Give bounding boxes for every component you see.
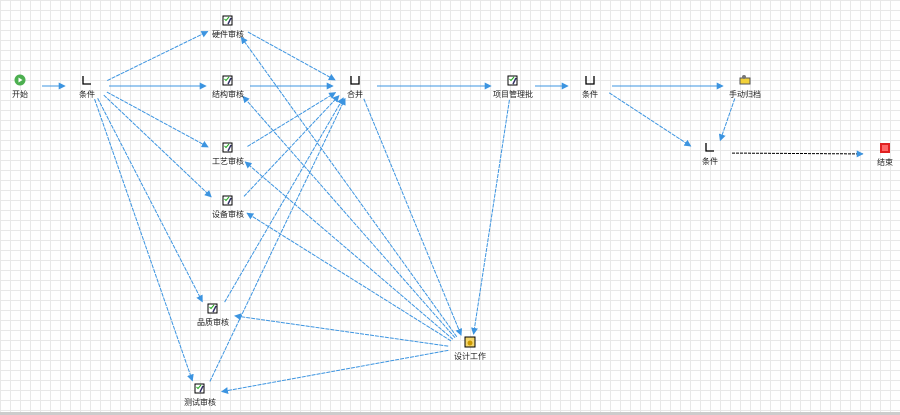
node-label: 结构审核 [212,90,244,99]
node-cond3[interactable]: 条件 [702,141,718,167]
node-st[interactable]: 结构审核 [212,74,244,100]
edge-pz-to-join[interactable] [224,97,344,303]
node-cs[interactable]: 测试审核 [184,382,216,408]
gateway-join-icon [350,76,360,85]
approval-task-icon [222,195,233,206]
horizontal-scrollbar[interactable] [0,412,900,415]
edge-cond1-to-pz[interactable] [97,98,203,303]
edge-cond1-to-gy[interactable] [106,91,209,148]
approval-task-icon [207,303,218,314]
node-label: 项目管理批 [493,90,533,99]
node-label: 品质审核 [197,318,229,327]
edge-sj-to-st[interactable] [242,95,456,339]
node-label: 手动归档 [729,90,761,99]
gateway-join-icon [585,76,595,85]
edge-cond1-to-hw[interactable] [107,31,209,81]
edge-hw-to-join[interactable] [247,31,336,81]
node-cond2[interactable]: 条件 [582,74,598,100]
manual-task-icon [739,75,751,85]
node-start[interactable]: 开始 [12,74,28,100]
node-label: 开始 [12,90,28,99]
approval-task-icon [222,15,233,26]
node-cond1[interactable]: 条件 [79,74,95,100]
edge-gy-to-join[interactable] [247,92,337,147]
edge-cs-to-join[interactable] [209,97,346,382]
edge-cond3-to-end[interactable] [731,150,864,158]
edge-sj-to-cs[interactable] [220,349,449,394]
edge-sj-to-gy[interactable] [244,161,454,340]
node-end[interactable]: 结束 [877,142,893,168]
node-label: 结束 [877,158,893,167]
node-sd[interactable]: 手动归档 [729,74,761,100]
approval-task-icon [222,75,233,86]
edge-sb-to-join[interactable] [243,95,340,197]
start-icon [14,74,26,86]
node-label: 设备审核 [212,210,244,219]
node-label: 条件 [702,157,718,166]
edge-sj-to-sb[interactable] [246,212,452,342]
node-hw[interactable]: 硬件审核 [212,14,244,40]
node-label: 测试审核 [184,398,216,407]
node-xm[interactable]: 项目管理批 [493,74,533,100]
end-icon [880,143,890,153]
node-join[interactable]: 合并 [347,74,363,100]
edge-sj-to-hw[interactable] [240,36,458,338]
gateway-split-icon [82,76,91,85]
edge-cond1-to-sb[interactable] [103,94,212,198]
node-sj[interactable]: 设计工作 [454,336,486,362]
approval-task-icon [194,383,205,394]
edge-sd-to-cond3[interactable] [718,98,736,142]
node-sb[interactable]: 设备审核 [212,194,244,220]
node-gy[interactable]: 工艺审核 [212,141,244,167]
edge-cond2-to-cond3[interactable] [608,92,692,147]
gateway-split-icon [705,143,714,152]
node-label: 条件 [79,90,95,99]
node-label: 硬件审核 [212,30,244,39]
work-task-icon [464,336,476,348]
approval-task-icon [507,75,518,86]
edge-join-to-sj[interactable] [363,98,462,336]
edge-sj-to-pz[interactable] [234,313,449,347]
node-label: 条件 [582,90,598,99]
node-label: 工艺审核 [212,157,244,166]
node-label: 设计工作 [454,352,486,361]
approval-task-icon [222,142,233,153]
edge-xm-to-sj[interactable] [471,99,510,335]
node-pz[interactable]: 品质审核 [197,302,229,328]
edge-cond1-to-cs[interactable] [94,98,194,382]
node-label: 合并 [347,90,363,99]
